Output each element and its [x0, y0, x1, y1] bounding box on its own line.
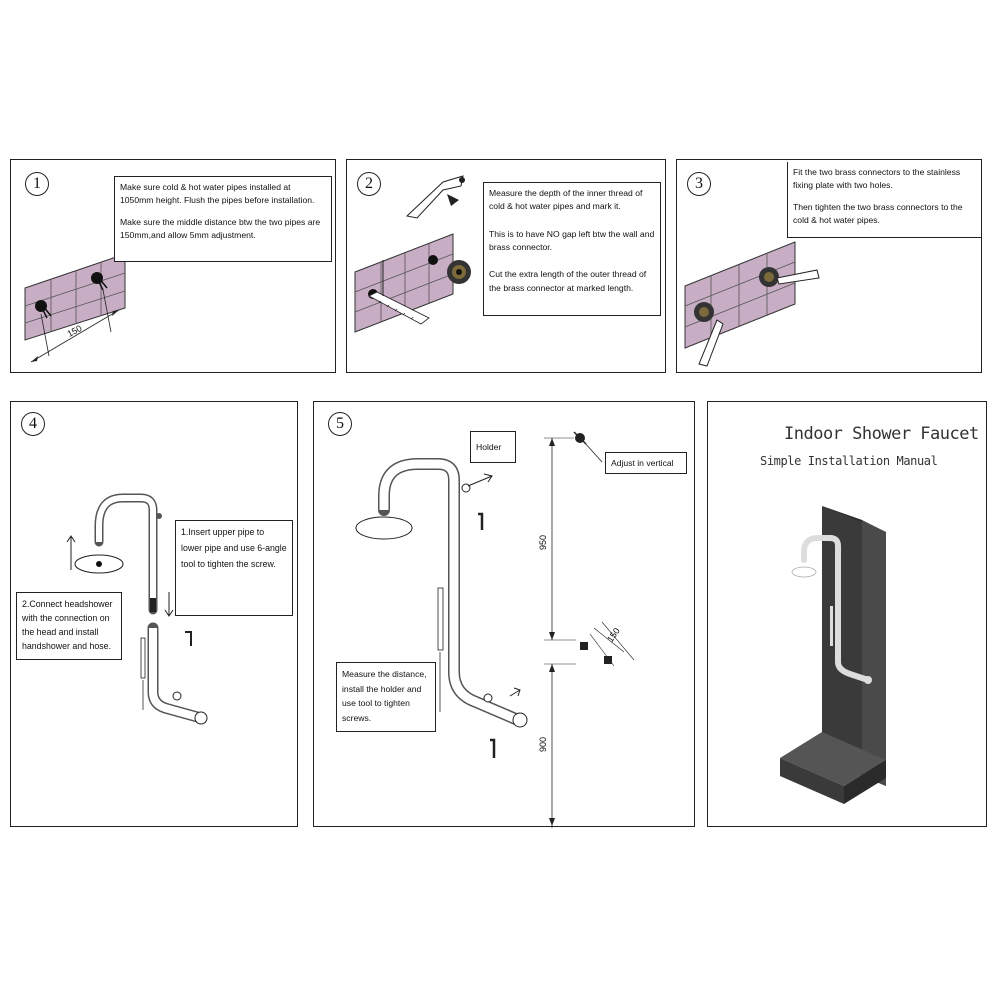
step-5-dimension-950: 950	[538, 534, 548, 550]
step-3-note-line-2: Then tighten the two brass connectors to…	[793, 201, 963, 225]
step-5-number: 5	[328, 412, 352, 436]
cover-subtitle: Simple Installation Manual	[760, 454, 938, 468]
step-3-note-line-1: Fit the two brass connectors to the stai…	[793, 167, 961, 191]
step-5-measure-note: Measure the distance, install the holder…	[336, 662, 436, 732]
step-3-note: Fit the two brass connectors to the stai…	[787, 162, 981, 238]
step-4-head-note: 2.Connect headshower with the connection…	[16, 592, 122, 660]
step-2-panel: 2 Measure the depth of the inner thr	[346, 159, 666, 373]
step-5-holder-label: Holder	[470, 431, 516, 463]
step-3-number: 3	[687, 172, 711, 196]
step-4-number: 4	[21, 412, 45, 436]
step-2-note-line-1: Measure the depth of the inner thread of…	[489, 188, 643, 212]
step-2-note: Measure the depth of the inner thread of…	[483, 182, 661, 316]
step-5-illustration	[355, 431, 635, 828]
step-4-upper-note: 1.Insert upper pipe to lower pipe and us…	[175, 520, 293, 616]
step-2-note-line-3: Cut the extra length of the outer thread…	[489, 269, 647, 293]
step-2-note-line-2: This is to have NO gap left btw the wall…	[489, 228, 655, 252]
step-3-illustration	[684, 241, 820, 367]
step-4-illustration	[66, 493, 208, 725]
step-2-illustration	[354, 175, 471, 333]
step-4-panel: 4 1.Insert upper pipe to lower pipe and …	[10, 401, 298, 827]
step-5-dimension-900: 900	[538, 736, 548, 752]
step-1-note-line-1: Make sure cold & hot water pipes install…	[120, 182, 315, 206]
step-1-note: Make sure cold & hot water pipes install…	[114, 176, 332, 262]
cover-panel: Indoor Shower Faucet Simple Installation…	[707, 401, 987, 827]
step-1-illustration	[24, 253, 126, 363]
cover-illustration	[780, 506, 886, 804]
step-1-panel: 1 150 Make sure cold & hot water pipes i…	[10, 159, 336, 373]
step-1-number: 1	[25, 172, 49, 196]
step-1-note-line-2: Make sure the middle distance btw the tw…	[120, 216, 321, 240]
cover-title: Indoor Shower Faucet	[784, 424, 979, 444]
step-5-panel: 5 950 900 150 Holder	[313, 401, 695, 828]
step-2-number: 2	[357, 172, 381, 196]
step-5-adjust-label: Adjust in vertical	[605, 452, 687, 474]
step-3-panel: 3 Fit the two brass connectors to the st…	[676, 159, 982, 373]
